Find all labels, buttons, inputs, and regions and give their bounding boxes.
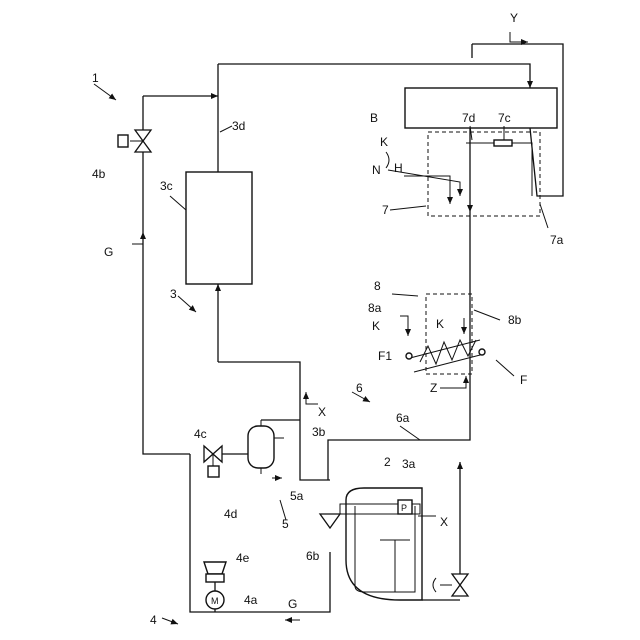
- label-4b: 4b: [92, 167, 106, 181]
- pipe-3b-line: [218, 362, 330, 480]
- heat-exchanger-b: [405, 88, 557, 128]
- valve-4c: [204, 446, 222, 477]
- pipe-top-right: [218, 64, 530, 88]
- unit-7-boundary: [428, 132, 540, 216]
- label-4e: 4e: [236, 551, 250, 565]
- y-arrow: [510, 32, 528, 42]
- 8-pointer: [392, 294, 418, 296]
- g-arrow: [132, 232, 143, 244]
- label-f: F: [520, 373, 527, 387]
- label-3d: 3d: [232, 119, 245, 133]
- motor-m-label: M: [211, 596, 219, 606]
- label-y: Y: [510, 11, 518, 25]
- label-7c: 7c: [498, 111, 511, 125]
- label-2: 2: [384, 455, 391, 469]
- leader-1: [94, 84, 116, 100]
- label-7d: 7d: [462, 111, 475, 125]
- label-n: N: [372, 163, 381, 177]
- z-arrow: [440, 376, 466, 388]
- leader-3: [178, 296, 196, 312]
- label-4: 4: [150, 613, 157, 627]
- label-8a: 8a: [368, 301, 382, 315]
- nk-brace: [386, 152, 389, 168]
- reservoir-3c: [186, 172, 252, 284]
- k-arrow-1: [400, 316, 408, 336]
- label-k1: K: [380, 135, 388, 149]
- leader-6a: [400, 426, 420, 440]
- label-3c: 3c: [160, 179, 173, 193]
- label-7: 7: [382, 203, 389, 217]
- label-4a: 4a: [244, 593, 258, 607]
- arrow-h: [404, 176, 450, 204]
- f-pointer: [496, 360, 514, 376]
- leader-3d: [220, 126, 232, 132]
- valve-4b: [118, 130, 151, 152]
- leader-8b: [474, 310, 500, 320]
- label-x1: X: [318, 405, 326, 419]
- label-1: 1: [92, 71, 99, 85]
- leader-4: [162, 618, 178, 624]
- leader-7: [390, 206, 426, 210]
- label-k2: K: [372, 319, 380, 333]
- pipe-7-to-8: [328, 212, 470, 480]
- leader-7a: [540, 204, 548, 228]
- filter-8-boundary: [426, 294, 472, 374]
- x-arrow-1: [306, 392, 318, 404]
- label-b: B: [370, 111, 378, 125]
- pipe-left-bottom: [190, 454, 330, 612]
- label-8b: 8b: [508, 313, 522, 327]
- line-7c: [466, 143, 532, 196]
- label-7a: 7a: [550, 233, 564, 247]
- label-4d: 4d: [224, 507, 237, 521]
- sensor-7c: [494, 140, 512, 146]
- label-5a: 5a: [290, 489, 304, 503]
- label-6b: 6b: [306, 549, 320, 563]
- pump-p-label: P: [401, 503, 407, 513]
- label-x2: X: [440, 515, 448, 529]
- tank-2: P: [340, 488, 422, 600]
- pipe-left-main: [143, 152, 190, 454]
- label-z: Z: [430, 381, 437, 395]
- leader-3c: [170, 196, 186, 210]
- label-f1: F1: [378, 349, 392, 363]
- valve-bottom-right: [433, 574, 468, 596]
- label-k3: K: [436, 317, 444, 331]
- filter-f: [406, 340, 485, 372]
- label-h: H: [394, 161, 403, 175]
- label-5: 5: [282, 517, 289, 531]
- label-4c: 4c: [194, 427, 207, 441]
- label-g1: G: [104, 245, 113, 259]
- label-3a: 3a: [402, 457, 416, 471]
- separator-5a: [248, 420, 284, 478]
- check-valve-6b: [320, 514, 340, 528]
- label-g2: G: [288, 597, 297, 611]
- label-6: 6: [356, 381, 363, 395]
- label-3: 3: [170, 287, 177, 301]
- label-6a: 6a: [396, 411, 410, 425]
- label-3b: 3b: [312, 425, 326, 439]
- label-8: 8: [374, 279, 381, 293]
